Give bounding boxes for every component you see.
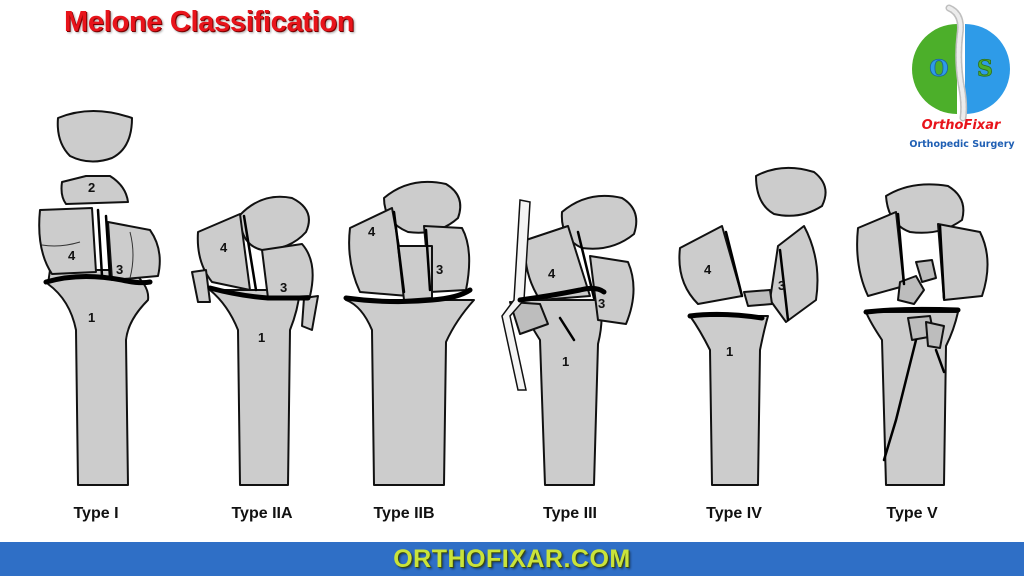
type-i-fragment-2: 2 (88, 180, 95, 195)
logo-subtitle: Orthopedic Surgery (909, 139, 1015, 150)
spine-icon (945, 4, 968, 122)
type-iii-figure: 4 3 1 (501, 194, 638, 486)
type-iv-label: Type IV (706, 505, 762, 522)
type-i-figure: 2 4 3 1 (38, 110, 161, 486)
type-iv-fragment-3: 3 (778, 278, 785, 293)
type-iib-fragment-4: 4 (368, 224, 376, 239)
orthofixar-logo: O S (912, 4, 1010, 122)
type-iib-fragment-3: 3 (436, 262, 443, 277)
type-iii-fragment-3: 3 (598, 296, 605, 311)
type-iia-label: Type IIA (231, 505, 293, 522)
type-iia-fragment-4: 4 (220, 240, 228, 255)
logo-letter-s: S (977, 56, 993, 82)
type-iib-label: Type IIB (373, 505, 435, 522)
type-iia-figure: 4 3 1 (191, 195, 319, 486)
footer-website-link[interactable]: ORTHOFIXAR.COM (393, 544, 631, 573)
type-iii-label: Type III (543, 505, 597, 522)
type-iv-fragment-1: 1 (726, 344, 733, 359)
type-i-label: Type I (73, 505, 119, 522)
logo-name: OrthoFixar (921, 118, 1001, 133)
type-v-figure (856, 183, 989, 486)
type-iii-fragment-1: 1 (562, 354, 569, 369)
type-v-label: Type V (886, 505, 938, 522)
melone-diagram: 2 4 3 1 4 3 1 4 3 4 (38, 110, 989, 486)
type-i-fragment-3: 3 (116, 262, 123, 277)
type-iv-fragment-4: 4 (704, 262, 712, 277)
type-iib-figure: 4 3 (343, 180, 475, 486)
type-iv-figure: 4 3 1 (678, 166, 827, 486)
type-iii-fragment-4: 4 (548, 266, 556, 281)
type-iia-fragment-3: 3 (280, 280, 287, 295)
page-title: Melone Classification (64, 6, 355, 38)
footer-bar: ORTHOFIXAR.COM (0, 542, 1024, 576)
type-i-fragment-1: 1 (88, 310, 95, 325)
type-i-fragment-4: 4 (68, 248, 76, 263)
type-iia-fragment-1: 1 (258, 330, 265, 345)
logo-letter-o: O (929, 56, 948, 82)
